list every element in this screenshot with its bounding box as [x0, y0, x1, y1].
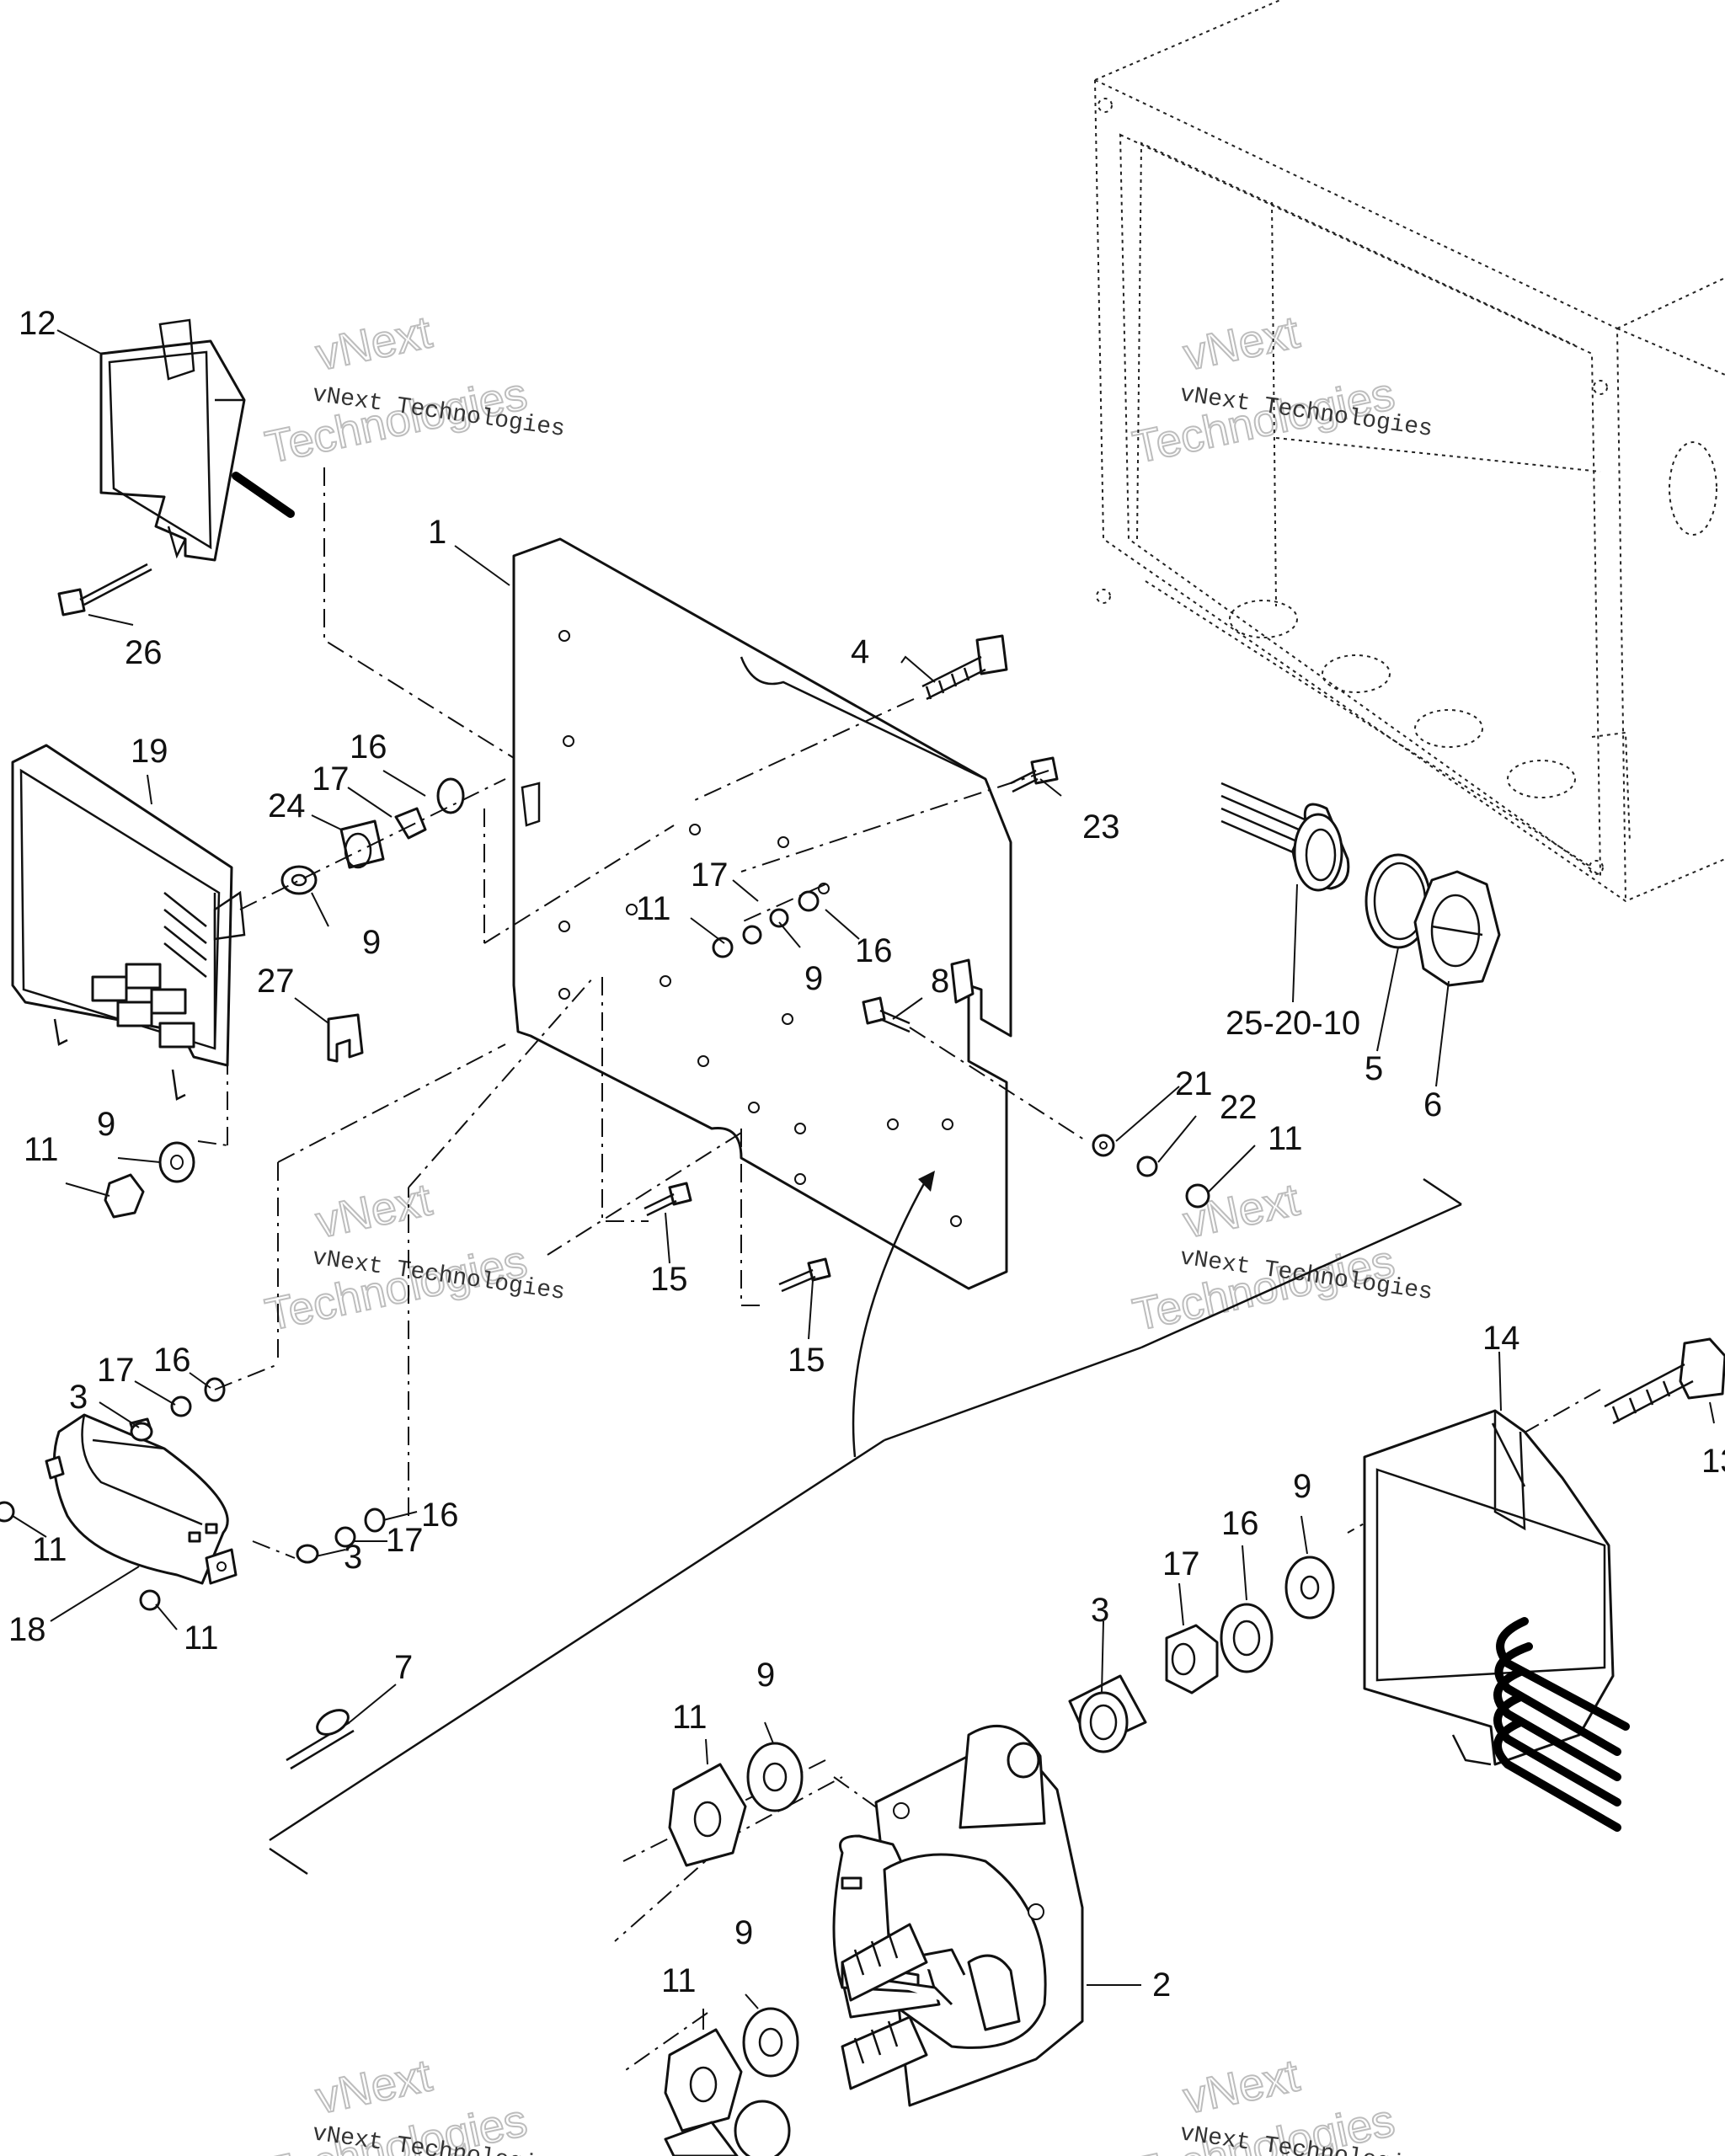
- callout-14: 14: [1482, 1320, 1520, 1357]
- callout-16: 16: [421, 1497, 459, 1534]
- callout-17: 17: [97, 1352, 135, 1389]
- watermark-mid-left: vNext Technologies vNext Technologies: [260, 1173, 567, 1341]
- callout-3: 3: [1091, 1592, 1109, 1629]
- watermark-text: vNext: [1179, 307, 1304, 380]
- module-14-wires: [1493, 1617, 1630, 1832]
- hardware-stack-right: [1092, 1134, 1210, 1209]
- screw-26: [57, 563, 152, 616]
- nut-washer-lower: [664, 1742, 804, 2156]
- watermark-bottom-left: vNext Technologies vNext Technologies: [260, 2049, 567, 2156]
- hardware-stack-lower: [1068, 1556, 1335, 1753]
- callout-21: 21: [1175, 1065, 1213, 1102]
- callout-26: 26: [125, 634, 163, 671]
- callout-leaders: [12, 329, 1715, 2030]
- wire-lead: [232, 472, 295, 518]
- callout-9: 9: [97, 1106, 115, 1143]
- solenoid-2: [832, 1724, 1084, 2107]
- watermark-text: vNext: [1179, 2050, 1304, 2123]
- callout-19: 19: [131, 733, 168, 770]
- solenoid-stud-lower: [841, 2015, 928, 2090]
- fuse-block: [91, 975, 128, 1002]
- watermark-text: vNext: [312, 1174, 436, 1247]
- watermark-mid-right: vNext Technologies vNext Technologies: [1128, 1173, 1434, 1341]
- callout-22: 22: [1220, 1089, 1258, 1126]
- watermark-bottom-right: vNext Technologies vNext Technologies: [1128, 2049, 1434, 2156]
- callout-13: 13: [1701, 1443, 1725, 1480]
- callout-9: 9: [804, 960, 823, 997]
- module-14: [1363, 1409, 1615, 1766]
- callout-16: 16: [1221, 1505, 1259, 1542]
- fuse-block: [158, 1022, 195, 1049]
- mounting-plate: [512, 537, 1012, 1290]
- hardware-stack-left: [104, 1141, 195, 1219]
- solenoid-stud-upper: [841, 1923, 928, 2002]
- bolt-23: [1010, 756, 1059, 793]
- callout-11: 11: [672, 1699, 708, 1736]
- callout-3: 3: [69, 1379, 88, 1416]
- cable-tie-7: [286, 1709, 355, 1770]
- callout-7: 7: [394, 1649, 413, 1686]
- callout-9: 9: [362, 924, 381, 961]
- callout-4: 4: [851, 633, 869, 670]
- callout-11: 11: [636, 890, 671, 927]
- callout-16: 16: [153, 1342, 191, 1379]
- callout-17: 17: [691, 857, 729, 894]
- hardware-stack-mid: [712, 883, 830, 958]
- fuse-block: [125, 963, 162, 990]
- watermark-top-left: vNext Technologies vNext Technologies: [260, 306, 567, 473]
- callout-2: 2: [1152, 1967, 1171, 2004]
- callout-8: 8: [931, 963, 949, 1000]
- callout-9: 9: [734, 1914, 753, 1951]
- screw-8: [862, 958, 975, 1033]
- callout-11: 11: [24, 1131, 59, 1168]
- connector-27: [327, 1013, 364, 1063]
- callout-11: 11: [1268, 1120, 1303, 1157]
- screws-15: [644, 1182, 831, 1293]
- bolt-4: [921, 634, 1008, 701]
- bulkhead-connector: [1220, 782, 1501, 987]
- callout-24: 24: [268, 787, 306, 825]
- callout-6: 6: [1423, 1086, 1442, 1123]
- callout-18: 18: [8, 1611, 46, 1648]
- relay-18: [0, 1413, 238, 1611]
- callout-17: 17: [312, 760, 350, 798]
- callout-17: 17: [1162, 1545, 1200, 1582]
- callout-23: 23: [1082, 808, 1120, 846]
- callout-11: 11: [184, 1620, 219, 1657]
- watermark-top-right: vNext Technologies vNext Technologies: [1128, 306, 1434, 473]
- curved-arrow: [852, 1171, 935, 1458]
- watermark-text: vNext: [312, 2050, 436, 2123]
- callout-labels: 12 1 26 19 16 17 24 9 4 23 17 11 9 16 8 …: [8, 305, 1725, 2004]
- callout-17: 17: [386, 1522, 424, 1559]
- watermark-text: vNext: [312, 307, 436, 380]
- callout-16: 16: [855, 932, 893, 969]
- module-19: [11, 744, 246, 1101]
- callout-9: 9: [1293, 1468, 1311, 1505]
- callout-27: 27: [257, 963, 295, 1000]
- enclosure-box: [1094, 0, 1725, 903]
- callout-3: 3: [344, 1539, 362, 1576]
- callout-12: 12: [19, 305, 56, 342]
- callout-11: 11: [661, 1962, 697, 1999]
- bolt-13: [1604, 1337, 1725, 1425]
- callout-1: 1: [428, 514, 446, 551]
- alignment-lines: [197, 467, 1601, 2073]
- callout-25-20-10: 25-20-10: [1226, 1005, 1360, 1042]
- module-12: [99, 318, 295, 562]
- callout-16: 16: [350, 728, 387, 766]
- callout-11: 11: [32, 1531, 67, 1568]
- fuse-block: [116, 1001, 153, 1027]
- hardware-stack-top: [280, 777, 465, 895]
- section-separator: [269, 1177, 1462, 1876]
- callout-9: 9: [756, 1657, 775, 1694]
- callout-15: 15: [788, 1342, 825, 1379]
- callout-15: 15: [650, 1261, 688, 1298]
- callout-5: 5: [1365, 1050, 1383, 1087]
- fuse-block: [150, 988, 187, 1015]
